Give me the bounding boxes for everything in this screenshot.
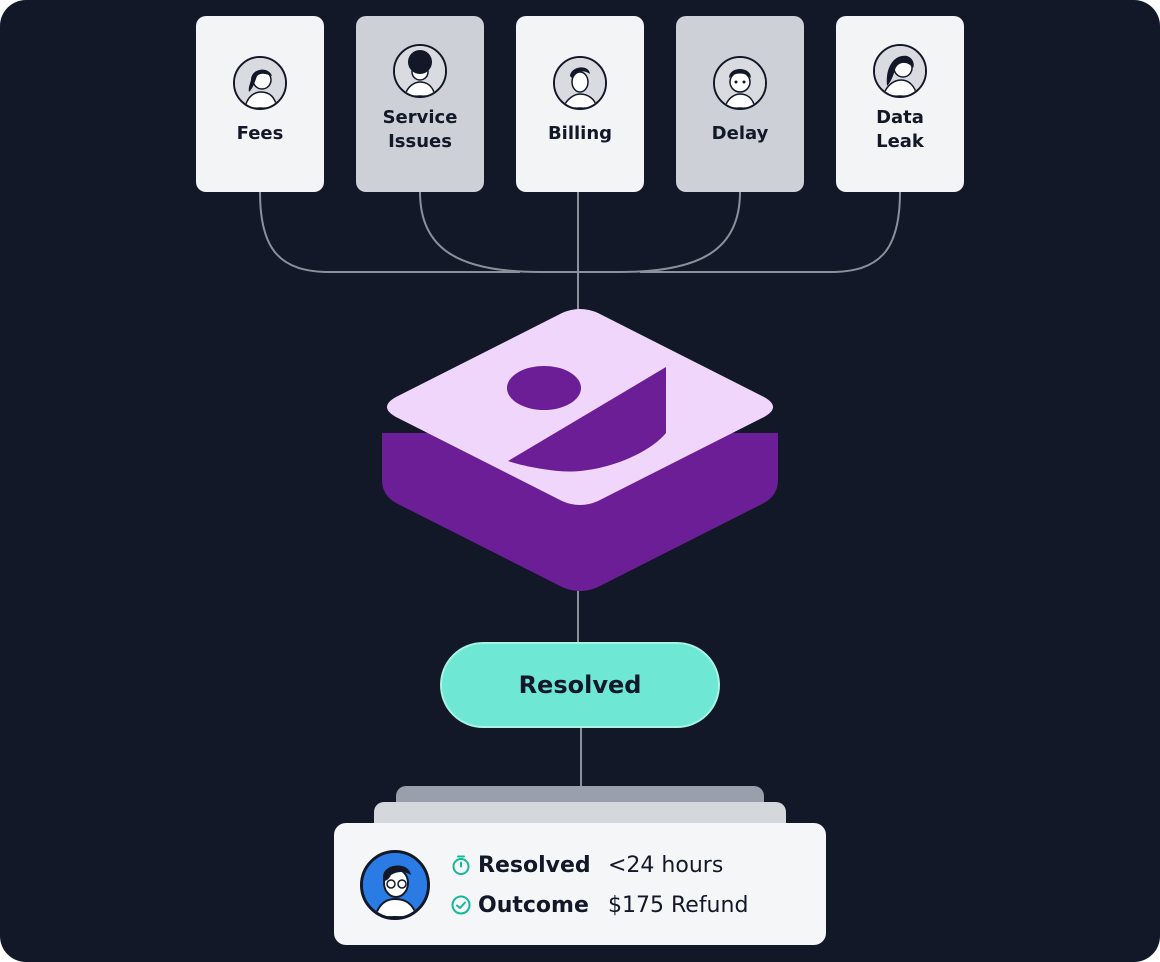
connector-delay <box>560 191 741 273</box>
category-label: Fees <box>236 123 284 144</box>
result-value: <24 hours <box>608 852 724 878</box>
category-label: Service Issues <box>382 107 458 152</box>
category-card-data-leak[interactable]: Data Leak <box>836 16 964 192</box>
category-label: Billing <box>547 123 613 144</box>
person-avatar-icon <box>233 56 287 110</box>
person-avatar-icon <box>360 850 430 920</box>
brand-logo-icon <box>382 309 778 591</box>
connector-data-leak <box>640 191 901 273</box>
category-label: Data Leak <box>876 107 924 152</box>
check-circle-icon <box>451 895 471 915</box>
result-label: Outcome <box>478 892 589 918</box>
category-card-delay[interactable]: Delay <box>676 16 804 192</box>
result-card[interactable]: Resolved <24 hours Outcome $175 Refund <box>334 823 826 945</box>
result-label: Resolved <box>478 852 591 878</box>
result-row-resolved: Resolved <24 hours <box>450 850 723 880</box>
stopwatch-icon <box>452 855 470 875</box>
person-avatar-icon <box>553 56 607 110</box>
category-card-billing[interactable]: Billing <box>516 16 644 192</box>
category-card-service-issues[interactable]: Service Issues <box>356 16 484 192</box>
resolved-status-label: Resolved <box>518 671 642 699</box>
result-row-outcome: Outcome $175 Refund <box>450 890 748 920</box>
person-avatar-icon <box>873 44 927 98</box>
resolved-status-button[interactable]: Resolved <box>440 642 720 728</box>
category-label: Delay <box>711 123 769 144</box>
person-avatar-icon <box>393 44 447 98</box>
connector-fees <box>259 191 520 273</box>
person-avatar-icon <box>713 56 767 110</box>
connector-service-issues <box>419 191 600 273</box>
category-card-fees[interactable]: Fees <box>196 16 324 192</box>
result-value: $175 Refund <box>608 892 749 918</box>
